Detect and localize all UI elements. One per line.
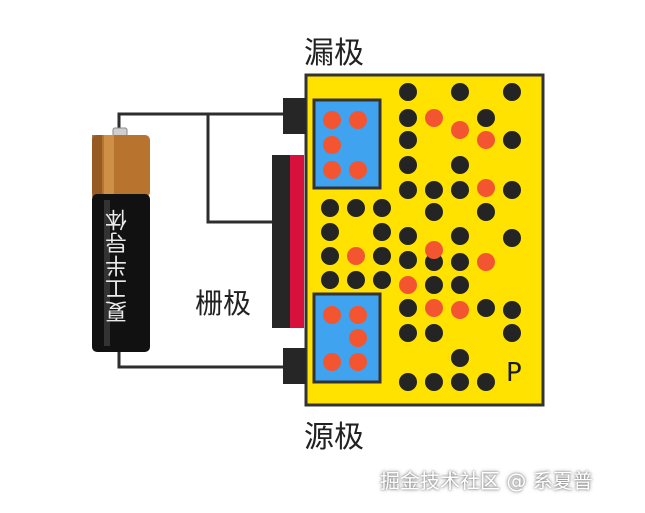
battery-cap-shade: [92, 135, 102, 197]
drain-contact: [283, 98, 306, 134]
watermark: 掘金技术社区 @ 系夏普: [380, 469, 593, 493]
electron-dot: [425, 276, 443, 294]
electron-dot: [399, 251, 417, 269]
electron-dot: [373, 271, 391, 289]
electron-dot: [321, 199, 339, 217]
electron-dot: [503, 83, 521, 101]
gate-metal: [272, 155, 290, 328]
source-contact: [283, 348, 306, 384]
wire-source: [117, 352, 290, 369]
electron-dot: [399, 227, 417, 245]
hole-dot: [477, 253, 495, 271]
electron-dot: [425, 181, 443, 199]
gate-oxide: [290, 155, 304, 328]
electron-dot: [451, 349, 469, 367]
electron-dot: [477, 373, 495, 391]
battery-body-shine: [104, 200, 110, 346]
electron-dot: [477, 203, 495, 221]
hole-dot: [451, 301, 469, 319]
hole-dot: [349, 306, 367, 324]
hole-dot: [323, 136, 341, 154]
hole-dot: [425, 241, 443, 259]
drain-label: 漏极: [304, 36, 364, 71]
electron-dot: [503, 131, 521, 149]
electron-dot: [321, 247, 339, 265]
electron-dot: [321, 223, 339, 241]
wire-drain: [117, 112, 290, 132]
source-n-region: [312, 292, 382, 384]
electron-dot: [399, 156, 417, 174]
wire-gate: [206, 114, 273, 224]
source-label: 源极: [304, 420, 364, 455]
electron-dot: [347, 199, 365, 217]
electron-dot: [451, 276, 469, 294]
hole-dot: [347, 247, 365, 265]
hole-dot: [323, 306, 341, 324]
electron-dot: [451, 373, 469, 391]
electron-dot: [503, 301, 521, 319]
electron-dot: [399, 181, 417, 199]
electron-dot: [399, 299, 417, 317]
electron-dot: [451, 227, 469, 245]
hole-dot: [451, 121, 469, 139]
electron-dot: [477, 299, 495, 317]
carriers: [321, 83, 521, 391]
hole-dot: [349, 329, 367, 347]
battery-label: 夏工半导体: [106, 208, 131, 323]
electron-dot: [399, 324, 417, 342]
battery-cap-highlight: [104, 135, 114, 197]
hole-dot: [323, 111, 341, 129]
hole-dot: [323, 353, 341, 371]
electron-dot: [451, 156, 469, 174]
electron-dot: [503, 324, 521, 342]
electron-dot: [451, 83, 469, 101]
electron-dot: [451, 181, 469, 199]
p-region-label: P: [506, 358, 522, 388]
gate-label: 栅极: [195, 287, 252, 320]
hole-dot: [349, 353, 367, 371]
battery: [92, 127, 150, 352]
electron-dot: [425, 324, 443, 342]
hole-dot: [477, 131, 495, 149]
electron-dot: [373, 223, 391, 241]
electron-dot: [373, 247, 391, 265]
electron-dot: [477, 109, 495, 127]
electron-dot: [399, 83, 417, 101]
electron-dot: [347, 271, 365, 289]
wires: [117, 112, 290, 369]
electron-dot: [451, 253, 469, 271]
hole-dot: [323, 161, 341, 179]
electron-dot: [425, 373, 443, 391]
hole-dot: [425, 109, 443, 127]
electron-dot: [425, 203, 443, 221]
electron-dot: [399, 109, 417, 127]
electron-dot: [373, 199, 391, 217]
electron-dot: [503, 229, 521, 247]
hole-dot: [477, 179, 495, 197]
hole-dot: [349, 111, 367, 129]
battery-terminal: [112, 127, 128, 137]
electron-dot: [399, 131, 417, 149]
hole-dot: [349, 161, 367, 179]
electron-dot: [399, 373, 417, 391]
hole-dot: [399, 276, 417, 294]
electron-dot: [321, 271, 339, 289]
electron-dot: [503, 181, 521, 199]
hole-dot: [425, 299, 443, 317]
